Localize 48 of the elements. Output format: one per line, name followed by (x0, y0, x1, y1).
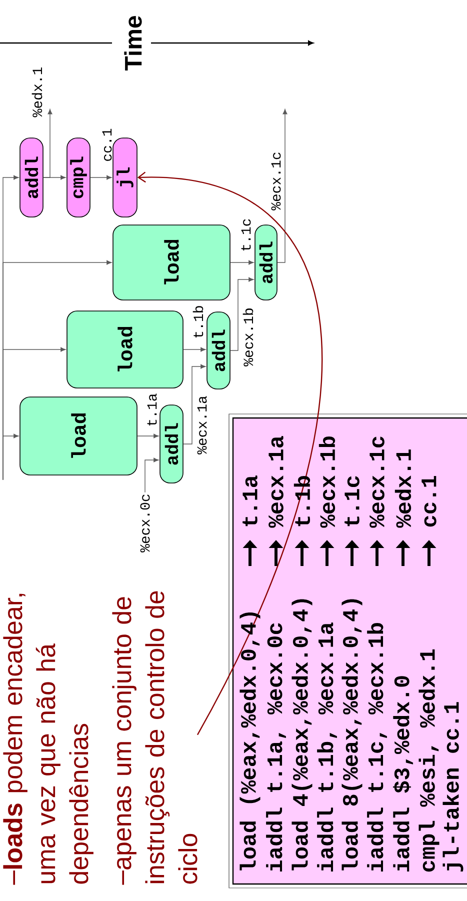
arrow (183, 364, 206, 444)
edge-label: t.1a (146, 392, 158, 428)
code-text: iaddl t.1a, %ecx.0c (266, 623, 286, 872)
code-text: %edx.1 (394, 450, 412, 528)
edge-label: t.1b (192, 304, 204, 340)
code-text: load 4(%eax,%edx.0,4) (292, 599, 312, 870)
code-text: load (%eax,%edx.0,4) (240, 612, 260, 870)
code-text: t.1b (294, 476, 310, 526)
code-text: cc.1 (422, 476, 436, 527)
arrow (137, 434, 159, 438)
instruction-pill: jl (112, 138, 138, 218)
instruction-box: load (112, 224, 230, 300)
arrow (230, 260, 254, 265)
code-text: t.1a (242, 476, 258, 526)
edge-label: t.1c (240, 218, 252, 252)
code-text: iaddl t.1b, %ecx.1a (317, 622, 337, 872)
arrow (277, 109, 288, 263)
arrow (230, 277, 254, 351)
arrow (183, 347, 206, 352)
edge-label: %ecx.1c (270, 151, 282, 211)
code-text: %ecx.1a (268, 436, 284, 528)
edge-label: %edx.1 (31, 66, 43, 118)
code-text: %ecx.1c (370, 436, 384, 528)
instruction-pill: addl (20, 138, 44, 218)
arrow (90, 175, 112, 180)
axis-label: Time (124, 16, 142, 71)
instruction-box: load (66, 310, 184, 388)
code-text: load 8(%eax,%edx.0,4) (342, 599, 362, 870)
pointer-arrow (137, 172, 322, 736)
edge-label: %ecx.1a (196, 395, 208, 455)
arrow (144, 458, 159, 493)
code-text: iaddl t.1c, %ecx.1b (367, 623, 387, 872)
code-text: cmpl %esi, %edx.1 (418, 649, 440, 872)
arrow (43, 109, 52, 178)
instruction-pill: addl (206, 312, 230, 390)
edge-label: %ecx.1b (242, 307, 254, 367)
instruction-box: load (20, 396, 138, 476)
arrow (2, 434, 19, 480)
code-text: iaddl $3,%edx.0 (393, 676, 414, 872)
edge-label: cc.1 (102, 128, 112, 162)
instruction-pill: addl (160, 404, 184, 484)
register-label: %ecx.0c (140, 494, 150, 552)
instruction-pill: cmpl (66, 138, 90, 218)
bullet-text: apenas um conjunto de instruções de controlo de ciclo (112, 591, 198, 885)
code-text: t.1c (344, 476, 360, 526)
instruction-pill: addl (254, 224, 278, 300)
code-text: %ecx.1b (318, 436, 336, 528)
code-text: jl-taken cc.1 (442, 702, 464, 872)
